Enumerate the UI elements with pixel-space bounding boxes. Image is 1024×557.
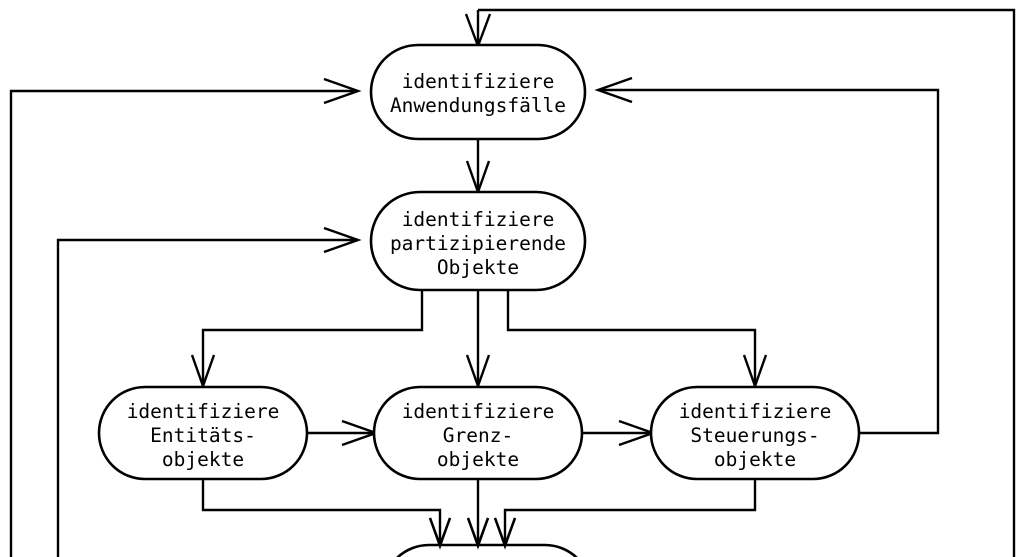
arrowhead-overlay-bottom-a — [428, 517, 452, 550]
edge-partizipierende-to-steuerungs — [506, 290, 757, 386]
node-anwendungsfaelle[interactable]: identifiziere Anwendungsfälle — [369, 43, 587, 141]
node-steuerungsobjekte-shape — [649, 385, 861, 481]
node-grenzobjekte-shape — [372, 385, 584, 481]
node-entitaetsobjekte[interactable]: identifiziere Entitäts- objekte — [97, 385, 309, 481]
arrowhead-overlay-bottom-b — [466, 517, 490, 550]
node-bottom-partial[interactable] — [383, 543, 591, 557]
node-grenz-line2: Grenz- — [443, 424, 513, 447]
node-steuerungs-line1: identifiziere — [679, 400, 832, 423]
arrowhead-left-into-partizipierende — [323, 226, 362, 254]
edge-feedback-left-inner — [56, 238, 356, 557]
arrowhead-overlay-bottom-c — [493, 517, 517, 550]
node-grenzobjekte[interactable]: identifiziere Grenz- objekte — [372, 385, 584, 481]
node-entitaets-line1: identifiziere — [127, 400, 280, 423]
node-partizipierende-objekte[interactable]: identifiziere partizipierende Objekte — [369, 190, 587, 292]
node-partizipierende-line2: partizipierende — [390, 232, 566, 255]
arrowhead-top-into-anwendungsfaelle — [464, 10, 492, 50]
edge-partizipierende-to-entitaets — [201, 290, 424, 386]
arrowheads-overlay — [428, 517, 517, 550]
node-steuerungs-line3: objekte — [714, 448, 796, 471]
node-entitaets-line2: Entitäts- — [150, 424, 256, 447]
node-grenz-line3: objekte — [437, 448, 519, 471]
node-entitaets-line3: objekte — [162, 448, 244, 471]
arrowhead-right-into-anwendungsfaelle — [594, 76, 633, 104]
edge-feedback-right-outer — [478, 8, 1016, 557]
node-bottom-partial-shape — [396, 543, 578, 557]
node-partizipierende-line3: Objekte — [437, 256, 519, 279]
node-steuerungs-line2: Steuerungs- — [690, 424, 819, 447]
edge-feedback-left-outer — [9, 89, 356, 557]
node-entitaetsobjekte-shape — [97, 385, 309, 481]
node-grenz-line1: identifiziere — [402, 400, 555, 423]
node-partizipierende-line1: identifiziere — [402, 208, 555, 231]
node-anwendungsfaelle-shape — [369, 43, 587, 141]
node-anwendungsfaelle-line2: Anwendungsfälle — [390, 94, 566, 117]
node-steuerungsobjekte[interactable]: identifiziere Steuerungs- objekte — [649, 385, 861, 481]
nodes-layer: identifiziere Anwendungsfälle identifizi… — [97, 43, 861, 557]
node-partizipierende-objekte-shape — [369, 190, 587, 292]
edge-entitaets-to-bottom — [201, 479, 442, 545]
arrowhead-left-into-anwendungsfaelle — [323, 77, 362, 105]
edge-steuerungs-to-bottom — [503, 479, 757, 545]
edge-feedback-right-inner — [600, 88, 940, 435]
node-anwendungsfaelle-line1: identifiziere — [402, 70, 555, 93]
